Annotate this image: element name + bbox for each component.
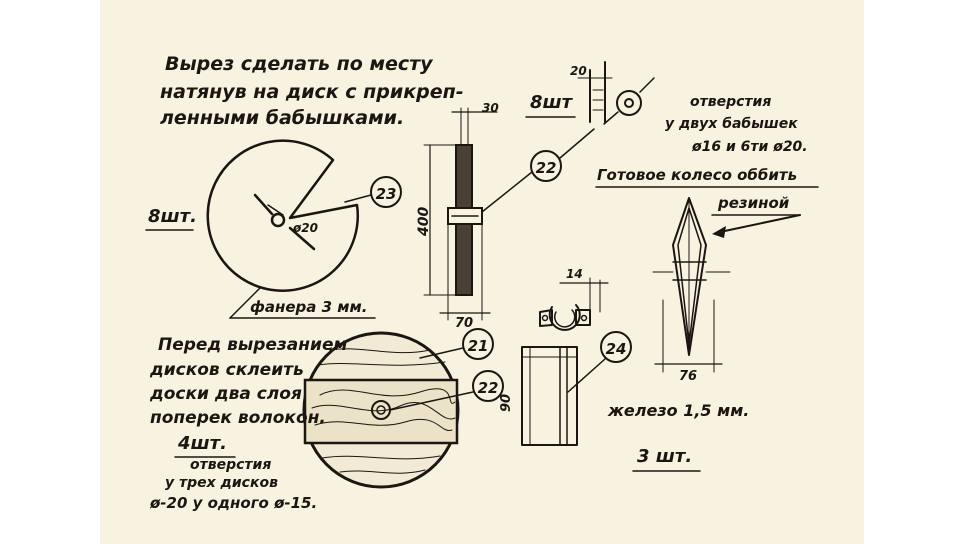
note-iron-count: 3 шт. bbox=[637, 446, 692, 467]
note-wheel-line2: резиной bbox=[717, 194, 790, 212]
note-cutout-line1: Вырез сделать по месту bbox=[165, 53, 434, 75]
callout-23-label: 23 bbox=[376, 185, 397, 203]
note-holes-title: отверстия bbox=[190, 457, 271, 473]
note-holes2-line1: у двух бабышек bbox=[665, 116, 798, 132]
dim-14: 14 bbox=[566, 267, 583, 281]
disk-count: 8шт. bbox=[148, 206, 197, 227]
dim-90: 90 bbox=[499, 394, 514, 412]
dim-20: 20 bbox=[570, 64, 587, 78]
note-glue-line4: поперек волокон. bbox=[150, 408, 326, 428]
note-holes2-title: отверстия bbox=[690, 94, 771, 110]
note-wheel-line1: Готовое колесо оббить bbox=[597, 166, 797, 184]
callout-22-bottom-label: 22 bbox=[478, 379, 499, 397]
callout-21-label: 21 bbox=[468, 337, 489, 355]
note-glue-line3: доски два слоя bbox=[149, 384, 302, 404]
callout-24: 24 bbox=[567, 331, 632, 393]
plywood-leader bbox=[229, 287, 261, 319]
note-cutout-line2: натянув на диск с прикреп- bbox=[160, 81, 464, 103]
callout-22-top: 22 bbox=[481, 128, 595, 213]
finished-wheel-profile bbox=[652, 197, 731, 373]
dim-30: 30 bbox=[482, 101, 499, 115]
iron-plate-24 bbox=[521, 346, 578, 446]
laminated-disk bbox=[302, 331, 460, 489]
note-plywood: фанера 3 мм. bbox=[250, 298, 368, 316]
rubber-arrow bbox=[719, 214, 801, 233]
note-glue-count: 4шт. bbox=[177, 433, 227, 454]
callout-23: 23 bbox=[344, 176, 402, 208]
note-holes-line1: у трех дисков bbox=[165, 475, 278, 491]
note-cutout-line3: ленными бабышками. bbox=[160, 107, 404, 129]
clamp-part bbox=[539, 277, 609, 331]
disk-23 bbox=[206, 139, 359, 292]
dim-76: 76 bbox=[679, 369, 697, 384]
note-holes2-line2: ø16 и 6ти ø20. bbox=[691, 139, 808, 155]
note-glue-line1: Перед вырезанием bbox=[158, 335, 347, 355]
dim-70: 70 bbox=[455, 316, 473, 331]
rubber-arrow-head bbox=[712, 226, 726, 238]
note-glue-line2: дисков склеить bbox=[149, 360, 304, 380]
note-iron: железо 1,5 мм. bbox=[607, 401, 749, 420]
dim-400: 400 bbox=[416, 207, 432, 237]
callout-24-label: 24 bbox=[606, 340, 627, 358]
callout-21: 21 bbox=[419, 328, 494, 360]
dim-d20-small: ø20 bbox=[292, 221, 318, 235]
callout-22-bottom: 22 bbox=[389, 370, 504, 411]
part22-count: 8шт bbox=[530, 92, 574, 113]
note-holes-line2: ø-20 у одного ø-15. bbox=[149, 494, 317, 512]
callout-22-top-label: 22 bbox=[536, 159, 557, 177]
spacer-22-top bbox=[577, 61, 655, 125]
wheel-section bbox=[423, 107, 498, 321]
